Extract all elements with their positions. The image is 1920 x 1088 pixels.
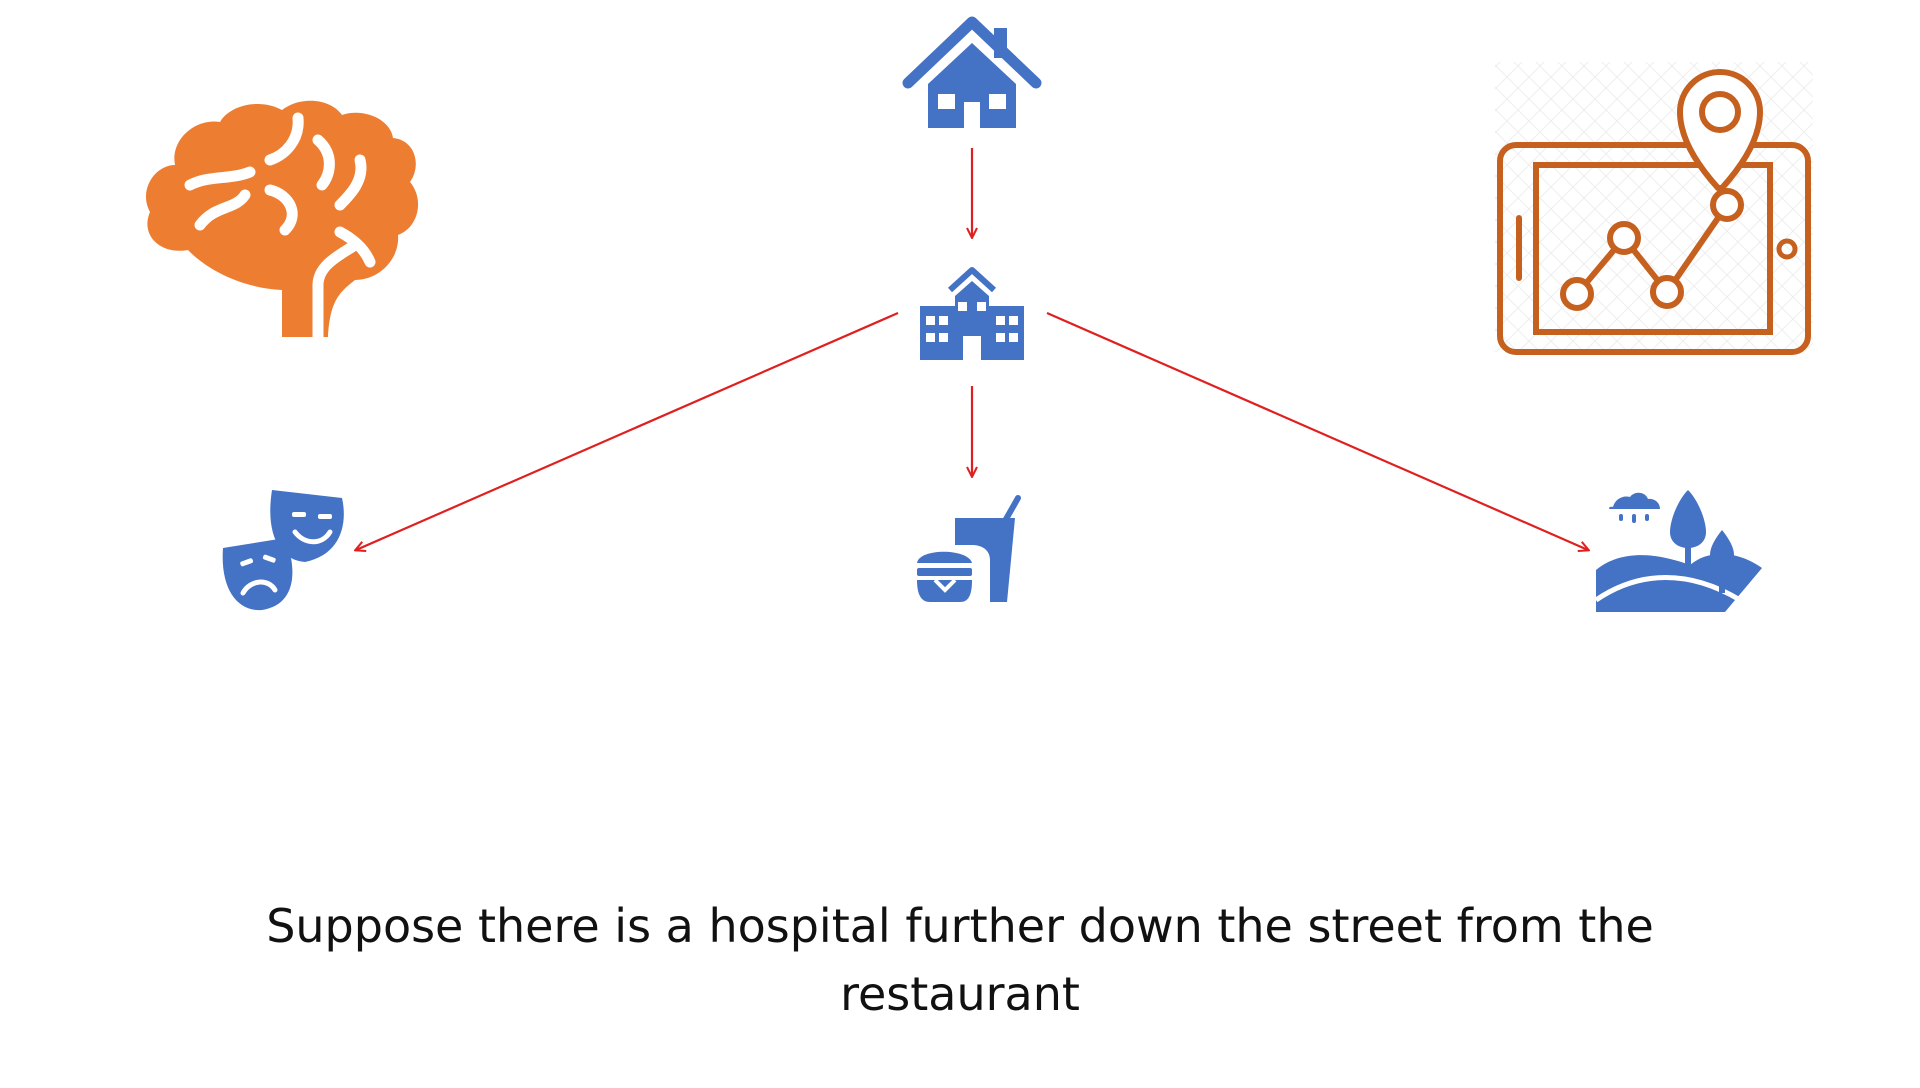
arrow-school-to-park — [1046, 311, 1588, 550]
arrow-school-to-theater — [356, 311, 899, 550]
brain-icon — [146, 100, 419, 343]
theater-masks-icon — [222, 490, 344, 611]
fast-food-icon — [917, 495, 1021, 602]
park-landscape-icon — [1594, 490, 1762, 612]
school-building-icon — [920, 267, 1024, 360]
slide-caption: Suppose there is a hospital further down… — [266, 899, 1654, 1021]
tablet-map-route-icon — [1495, 62, 1813, 355]
house-icon — [902, 16, 1042, 128]
